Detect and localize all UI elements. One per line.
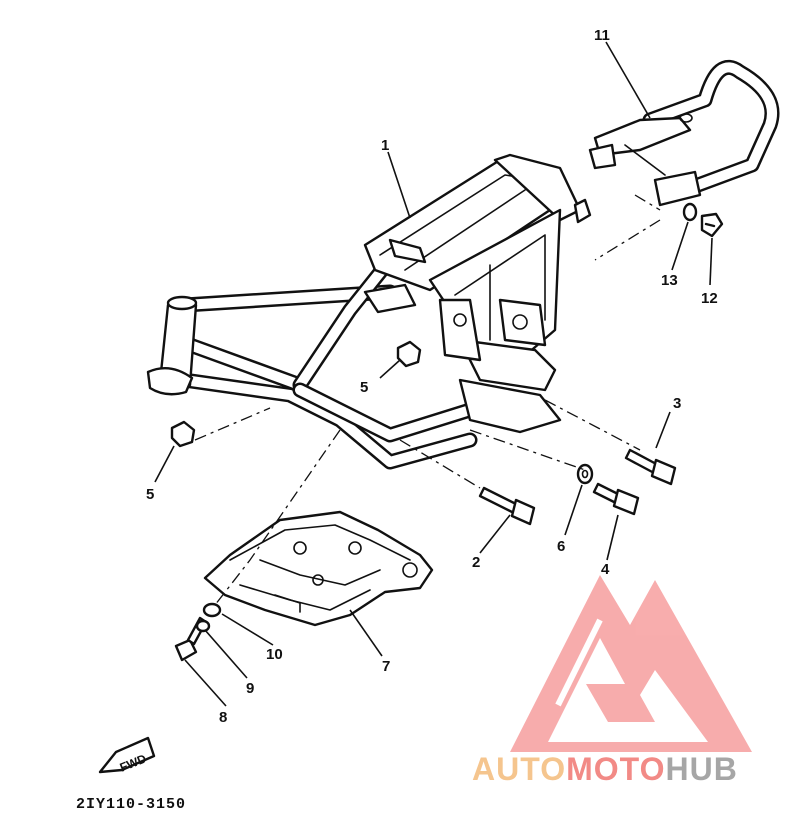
part-label-10: 10 <box>266 646 283 663</box>
part-label-4: 4 <box>601 561 610 578</box>
watermark-logo-icon <box>510 575 752 752</box>
main-frame <box>146 153 592 470</box>
part-label-9: 9 <box>246 680 254 697</box>
part-label-3: 3 <box>673 395 681 412</box>
diagram-code: 2IY110-3150 <box>76 796 186 813</box>
bolt-3-icon <box>624 448 677 486</box>
nut-5-upper-icon <box>396 340 422 368</box>
forward-arrow-icon: FWD <box>98 736 156 775</box>
skid-plate <box>203 510 434 627</box>
rear-bar <box>588 60 780 207</box>
part-label-5-upper: 5 <box>360 379 368 396</box>
nut-5-lower-icon <box>170 420 196 448</box>
part-label-12: 12 <box>701 290 718 307</box>
bolt-2-icon <box>478 486 536 526</box>
watermark-hub: HUB <box>665 751 737 787</box>
part-label-2: 2 <box>472 554 480 571</box>
washer-13-icon <box>682 202 698 222</box>
part-label-11: 11 <box>594 27 610 44</box>
watermark-auto: AUTO <box>472 751 566 787</box>
washer-9-icon <box>195 619 211 633</box>
part-label-13: 13 <box>661 272 678 289</box>
watermark-text: AUTOMOTOHUB <box>472 751 738 787</box>
bolt-4-icon <box>592 482 640 516</box>
part-label-8: 8 <box>219 709 227 726</box>
bolt-12-icon <box>700 212 724 238</box>
watermark-moto: MOTO <box>566 751 665 787</box>
part-label-6: 6 <box>557 538 565 555</box>
part-label-1: 1 <box>381 137 389 154</box>
washer-6-icon <box>576 463 594 485</box>
washer-10-icon <box>202 602 222 618</box>
part-label-7: 7 <box>382 658 390 675</box>
part-label-5-lower: 5 <box>146 486 154 503</box>
